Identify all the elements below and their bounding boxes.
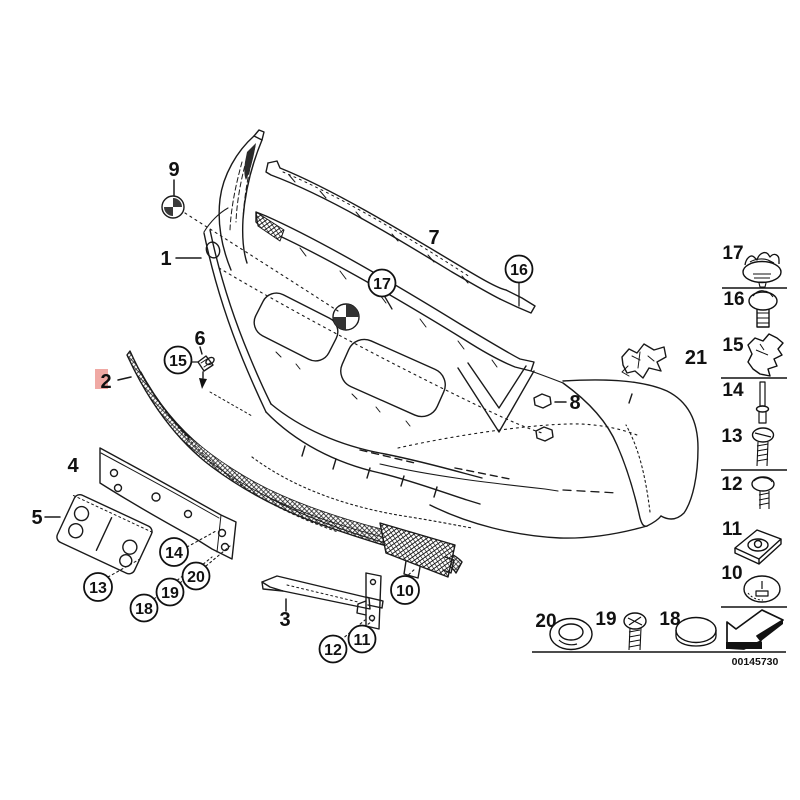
svg-text:12: 12 — [721, 474, 742, 495]
svg-text:11: 11 — [722, 519, 743, 540]
svg-text:9: 9 — [168, 159, 179, 181]
svg-text:18: 18 — [135, 601, 153, 618]
svg-text:10: 10 — [721, 563, 742, 584]
svg-text:1: 1 — [160, 248, 171, 270]
svg-text:21: 21 — [685, 347, 707, 369]
svg-text:12: 12 — [324, 642, 342, 659]
svg-text:13: 13 — [721, 426, 742, 447]
svg-text:5: 5 — [31, 507, 42, 529]
svg-text:20: 20 — [187, 569, 205, 586]
svg-text:6: 6 — [194, 328, 205, 350]
svg-text:15: 15 — [722, 335, 744, 356]
svg-text:20: 20 — [535, 611, 556, 632]
svg-text:3: 3 — [279, 609, 290, 631]
svg-text:2: 2 — [100, 371, 111, 393]
svg-text:00145730: 00145730 — [732, 656, 779, 668]
svg-text:18: 18 — [659, 609, 680, 630]
svg-text:4: 4 — [67, 455, 79, 477]
svg-text:10: 10 — [396, 583, 414, 600]
svg-text:16: 16 — [723, 289, 744, 310]
svg-text:14: 14 — [722, 380, 744, 401]
svg-text:7: 7 — [428, 227, 439, 249]
svg-text:15: 15 — [169, 353, 187, 370]
svg-text:8: 8 — [569, 392, 580, 414]
svg-text:16: 16 — [510, 262, 528, 279]
svg-text:19: 19 — [595, 609, 616, 630]
svg-text:19: 19 — [161, 585, 179, 602]
svg-text:13: 13 — [89, 580, 107, 597]
svg-text:14: 14 — [165, 545, 183, 562]
svg-text:11: 11 — [354, 632, 371, 649]
svg-text:17: 17 — [722, 243, 743, 264]
svg-text:17: 17 — [373, 276, 391, 293]
